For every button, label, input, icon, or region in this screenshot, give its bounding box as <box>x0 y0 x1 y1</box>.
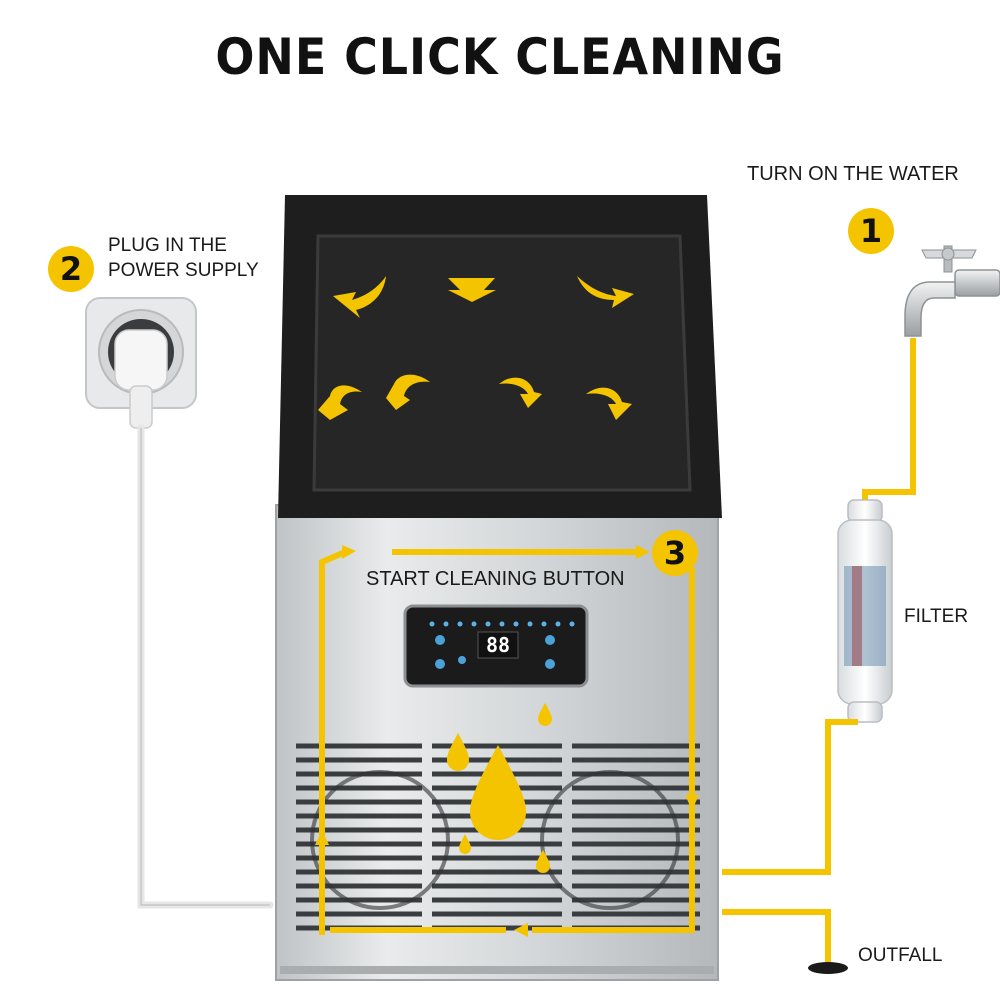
step-1-label: TURN ON THE WATER <box>747 163 959 185</box>
water-filter-icon <box>837 499 893 723</box>
filter-label: FILTER <box>904 606 969 627</box>
drain-line <box>722 909 831 968</box>
fan-left-icon <box>310 770 450 910</box>
step-3-badge: 3 <box>652 530 698 576</box>
step-3-label: START CLEANING BUTTON <box>366 568 625 590</box>
panel-display: 88 <box>486 633 510 657</box>
page-title: ONE CLICK CLEANING <box>215 28 785 86</box>
step-1-badge: 1 <box>848 208 894 254</box>
outfall-drain-icon <box>808 962 848 974</box>
power-cable <box>137 424 274 909</box>
water-tap-icon <box>904 245 1000 337</box>
airflow-arrows <box>318 276 634 420</box>
water-supply-line <box>862 338 916 508</box>
step-2-label-line1: PLUG IN THE <box>108 235 227 256</box>
cleaning-cycle-arrows <box>319 549 695 935</box>
outfall-label: OUTFALL <box>858 945 943 966</box>
filter-outlet-line <box>722 719 858 875</box>
fan-right-icon <box>540 770 680 910</box>
step-2-label-line2: POWER SUPPLY <box>108 260 259 281</box>
step-2-badge: 2 <box>48 246 94 292</box>
power-outlet-icon <box>85 297 197 429</box>
ice-machine: 88 <box>275 195 722 981</box>
water-drop-icons <box>447 703 552 873</box>
